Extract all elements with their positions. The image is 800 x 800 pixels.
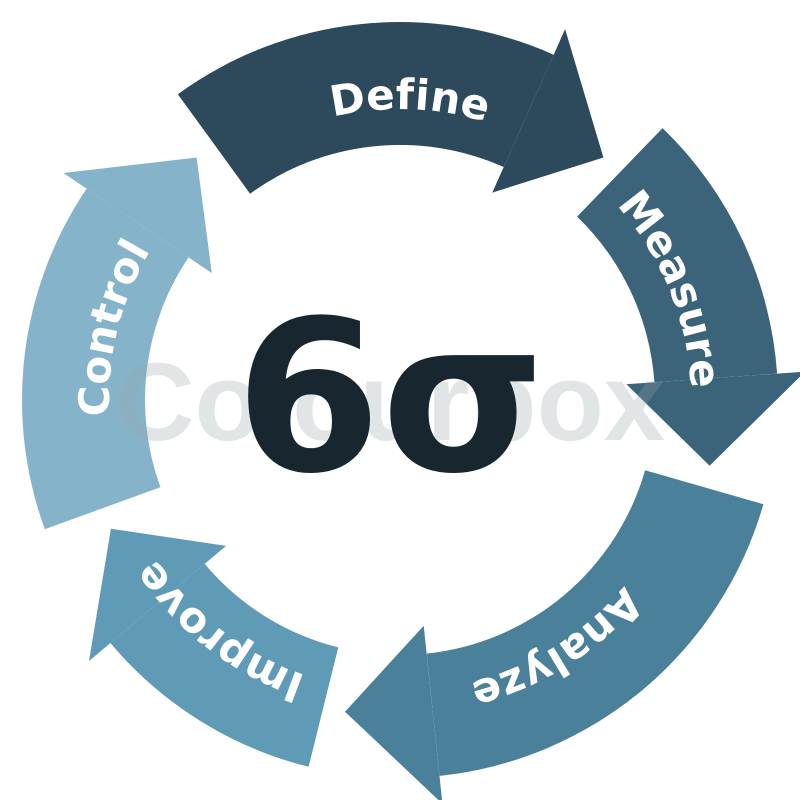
improve-arrowhead [89,528,227,661]
measure-arrowhead [626,372,800,466]
segment-bodies [21,22,778,776]
control-segment-body [21,188,189,530]
improve-segment-body [110,563,339,767]
analyze-arrowhead [345,625,443,800]
watermark: Colourbox [115,341,665,464]
define-arrowhead [492,29,604,193]
measure-segment-body [577,128,778,383]
segment-arrowheads [63,29,800,800]
control-arrowhead [63,157,212,274]
define-segment-body [177,22,554,194]
center-six-sigma-symbol: 6σ [235,275,545,520]
analyze-segment-body [426,470,764,776]
